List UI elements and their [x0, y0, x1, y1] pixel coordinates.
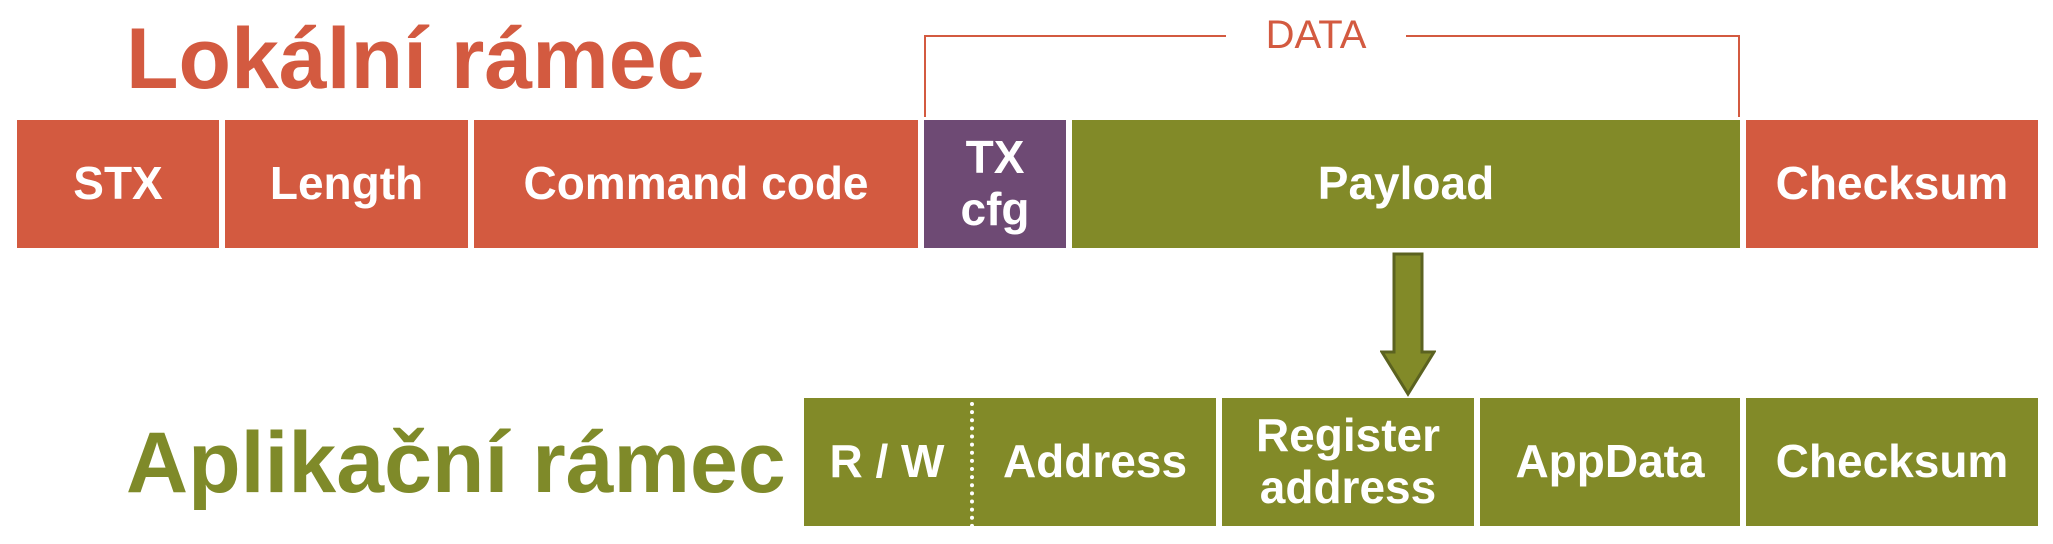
app-data-field: AppData	[1480, 398, 1740, 526]
tx-cfg-field: TX cfg	[924, 120, 1066, 248]
payload-expansion-arrow	[1380, 252, 1436, 397]
address-field: Address	[1002, 435, 1188, 488]
local-frame-title: Lokální rámec	[126, 11, 705, 107]
payload-field: Payload	[1072, 120, 1740, 248]
checksum-field: Checksum	[1746, 120, 2038, 248]
rw-address-divider	[970, 402, 974, 528]
stx-field: STX	[17, 120, 219, 248]
rw-address-field	[804, 398, 1216, 526]
app-checksum-field: Checksum	[1746, 398, 2038, 526]
data-bracket-label: DATA	[1226, 12, 1406, 58]
app-frame-title: Aplikační rámec	[126, 415, 786, 511]
register-address-field: Register address	[1222, 398, 1474, 526]
command-code-field: Command code	[474, 120, 918, 248]
length-field: Length	[225, 120, 468, 248]
rw-field: R / W	[829, 435, 945, 488]
